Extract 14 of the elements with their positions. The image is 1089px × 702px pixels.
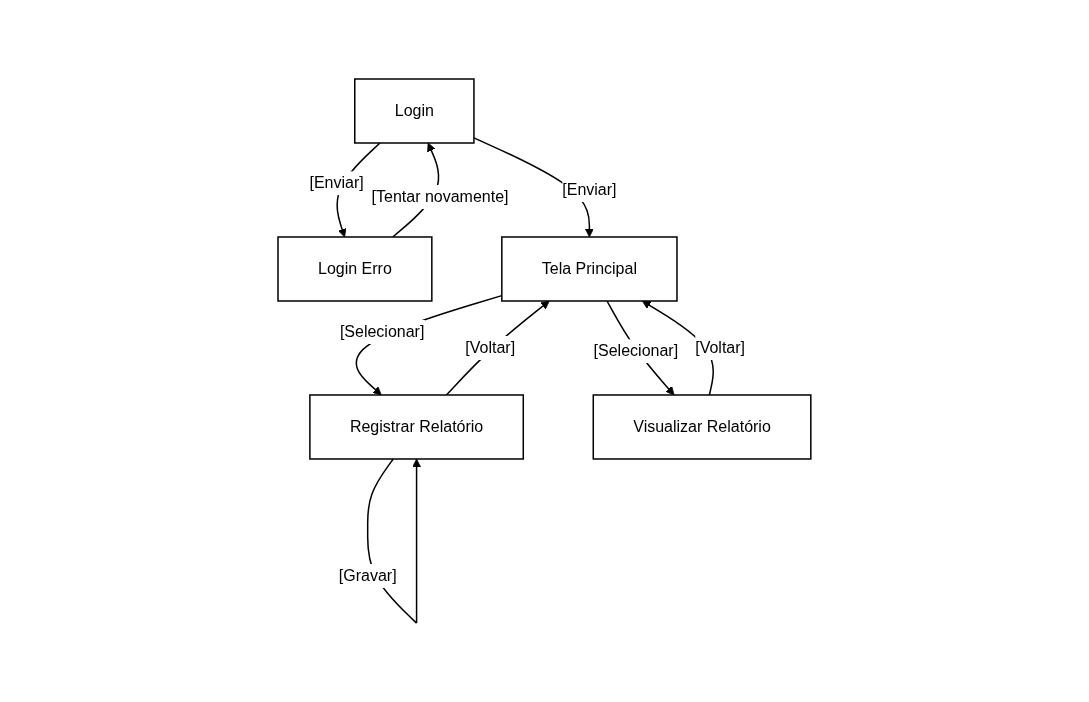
edge-label: [Gravar] (338, 566, 397, 584)
edge-label: [Selecionar] (339, 322, 425, 340)
edge-label: [Voltar] (465, 338, 516, 356)
arrow (445, 300, 550, 396)
edge-label: [Tentar novamente] (371, 187, 509, 205)
node-box: Login Erro (277, 236, 433, 302)
node-box: Registrar Relatório (309, 394, 525, 460)
edge-label: [Voltar] (695, 338, 746, 356)
node-box: Visualizar Relatório (592, 394, 812, 460)
edge-label: [Selecionar] (593, 342, 679, 360)
node-box: Tela Principal (501, 236, 678, 302)
node-box: Login (354, 78, 475, 144)
edge-label: [Enviar] (309, 174, 364, 192)
edge-label: [Enviar] (562, 180, 617, 198)
